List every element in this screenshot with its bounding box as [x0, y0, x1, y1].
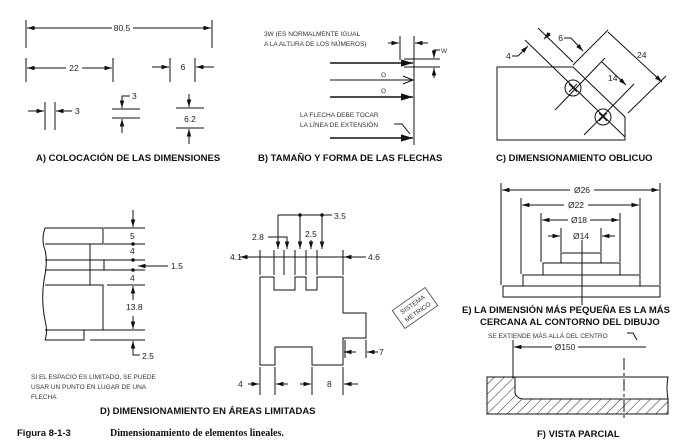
dim-1-5: 1.5 — [171, 261, 183, 271]
dim-3-vertical: 3 — [132, 91, 137, 101]
note-line2: USAR UN PUNTO EN LUGAR DE UNA — [31, 384, 147, 391]
note-touch-line2: LA LÍNEA DE EXTENSIÓN — [300, 120, 378, 129]
dim-4-6: 4.6 — [368, 252, 380, 262]
figure-number: Figura 8-1-3 — [17, 428, 71, 439]
dim-14: 14 — [608, 73, 618, 83]
dim-d18: Ø18 — [571, 215, 587, 225]
caption-e-line1: E) LA DIMENSIÓN MÁS PEQUEÑA ES LA MÁS — [462, 304, 670, 316]
dim-d14: Ø14 — [573, 231, 589, 241]
figure-caption: Figura 8-1-3 Dimensionamiento de element… — [17, 428, 284, 439]
note-3w-line2: A LA ALTURA DE LOS NÚMEROS) — [264, 39, 366, 48]
dim-8: 8 — [327, 379, 332, 389]
caption-a: A) COLOCACIÓN DE LAS DIMENSIONES — [36, 152, 220, 164]
dim-3-horizontal: 3 — [75, 106, 80, 116]
dim-6-2: 6.2 — [184, 114, 196, 124]
dim-4: 4 — [238, 379, 243, 389]
caption-f: F) VISTA PARCIAL — [537, 429, 620, 440]
dim-22: 22 — [69, 63, 79, 73]
dim-80-5: 80.5 — [114, 23, 131, 33]
figure-description: Dimensionamiento de elementos lineales. — [110, 428, 284, 439]
note-touch-line1: LA FLECHA DEBE TOCAR — [300, 112, 379, 119]
dim-4-lower: 4 — [130, 273, 135, 283]
dim-6: 6 — [181, 62, 186, 72]
dim-6: 6 — [558, 33, 563, 43]
dim-24: 24 — [637, 50, 647, 60]
caption-e-line2: CERCANA AL CONTORNO DEL DIBUJO — [480, 317, 660, 328]
label-or-2: O — [381, 88, 386, 95]
dim-7: 7 — [379, 347, 384, 357]
caption-b: B) TAMAÑO Y FORMA DE LAS FLECHAS — [258, 153, 442, 164]
dim-13-8: 13.8 — [126, 302, 143, 312]
dim-5: 5 — [130, 231, 135, 241]
note-line1: SI EL ESPACIO ES LIMITADO, SE PUEDE — [31, 374, 157, 381]
dim-2-5: 2.5 — [142, 351, 154, 361]
dim-d22: Ø22 — [568, 200, 584, 210]
panel-b-arrow-size-shape: 3W (ES NORMALMENTE IGUAL A LA ALTURA DE … — [258, 31, 448, 164]
label-w: W — [441, 48, 448, 55]
panel-d-limited-areas-center: 3.5 2.8 2.5 4.1 4.6 7 4 8 SISTEMA METRIC… — [100, 211, 439, 417]
panel-f-partial-view: SE EXTIENDE MÁS ALLÁ DEL CENTRO Ø150 F) … — [486, 331, 669, 440]
dim-4-upper: 4 — [130, 246, 135, 256]
dim-2-8: 2.8 — [252, 232, 264, 242]
dim-4-1: 4.1 — [230, 252, 242, 262]
panel-a-dimension-placement: 80.5 22 6 3 3 6.2 A) COLOCACIÓN DE LAS D… — [25, 20, 220, 164]
note-3w-line1: 3W (ES NORMALMENTE IGUAL — [264, 31, 360, 38]
note-extends: SE EXTIENDE MÁS ALLÁ DEL CENTRO — [488, 331, 608, 340]
metric-system-stamp: SISTEMA METRICO — [391, 286, 439, 330]
label-or-1: O — [381, 72, 386, 79]
dim-2-5: 2.5 — [305, 229, 317, 239]
panel-e-smallest-dimension-closest: Ø26 Ø22 Ø18 Ø14 E) LA DIMENSIÓN MÁS PEQU… — [462, 183, 670, 328]
panel-d-limited-areas-left: 5 4 1.5 4 13.8 2.5 SI EL ESPACIO ES LIMI… — [31, 210, 183, 401]
dim-3-5: 3.5 — [334, 211, 346, 221]
dim-d26: Ø26 — [574, 185, 590, 195]
caption-c: C) DIMENSIONAMIENTO OBLICUO — [496, 153, 653, 164]
note-line3: FLECHA — [31, 394, 57, 401]
caption-d: D) DIMENSIONAMIENTO EN ÁREAS LIMITADAS — [100, 406, 316, 417]
panel-c-oblique-dimensioning: 4 6 24 14 C) DIMENSIONAMIENTO OBLICUO — [496, 27, 667, 164]
dim-d150: Ø150 — [555, 342, 576, 352]
dim-4: 4 — [506, 51, 511, 61]
